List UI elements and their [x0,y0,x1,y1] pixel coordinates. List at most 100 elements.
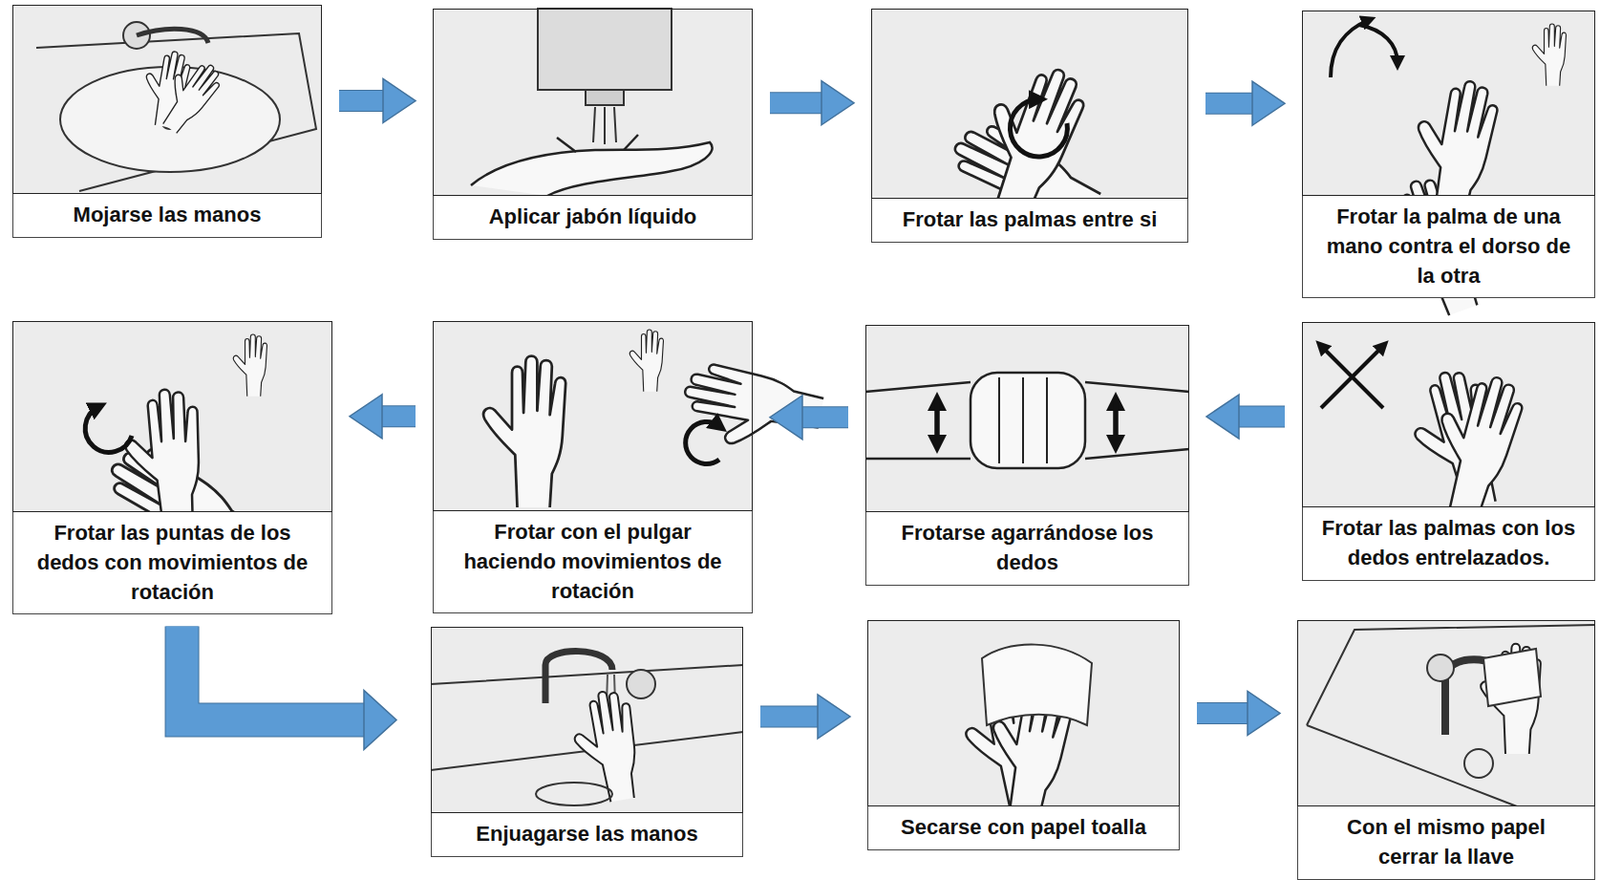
caption-box: Frotar con el pulgar haciendo movimiento… [432,511,753,614]
sketch-ellipse [535,782,613,806]
sketch-circle [1464,748,1494,778]
image-frame [432,8,753,196]
step-panel: Frotar la palma de una mano contra el do… [1301,10,1596,299]
caption-box: Aplicar jabón líquido [432,195,753,240]
caption-box: Frotar las puntas de los dedos con movim… [12,512,333,615]
step-caption: Frotar la palma de una mano contra el do… [1320,202,1578,291]
sketch-path [136,28,209,43]
arrow-outline [1205,92,1254,115]
block-arrow [339,79,416,124]
arrow-head [363,690,397,750]
arrow-shaft [339,90,384,111]
sketch-circle [1427,654,1454,682]
image-frame [12,320,333,512]
arrow-head [769,395,803,440]
sketch-rect [970,372,1086,469]
sketch-path [85,406,132,452]
caption-box: Enjuagarse las manos [430,812,744,857]
soap-illustration [432,8,753,196]
step-panel: Mojarse las manos [12,4,322,238]
step-panel: Aplicar jabón líquido [432,8,753,240]
image-frame [1297,619,1596,807]
step-panel: Secarse con papel toalla [867,619,1180,851]
sketch-rect [585,89,624,106]
close-tap-illustration [1297,619,1596,807]
sketch-rect [432,320,753,512]
step-caption: Frotar con el pulgar haciendo movimiento… [450,517,735,606]
arrow-outline [339,89,384,112]
arrow-shaft [801,406,849,427]
arrow-outline [801,405,849,428]
arrow-head [821,81,854,126]
back-hand-illustration [1301,10,1596,326]
step-caption: Enjuagarse las manos [448,819,726,850]
caption-box: Frotar la palma de una mano contra el do… [1301,195,1596,299]
grip-illustration [865,324,1190,512]
arrow-head [383,79,416,124]
step-panel: Enjuagarse las manos [430,626,744,857]
caption-box: Secarse con papel toalla [867,806,1180,851]
image-frame [871,8,1189,199]
step-caption: Mojarse las manos [30,200,304,231]
hand-figure [120,386,207,531]
image-frame [1301,10,1596,196]
sketch-path [470,142,713,196]
arrow-outline [760,705,819,728]
image-frame [865,324,1190,512]
step-panel: Frotarse agarrándose los dedos [865,324,1190,586]
sketch-path [999,377,1047,464]
hand-figure [1532,23,1566,86]
sketch-rect [865,324,1190,512]
sketch-path [1113,401,1119,445]
image-frame [867,619,1180,807]
arrow-shaft [1196,703,1249,724]
arrow-shaft [760,706,819,727]
step-caption: Aplicar jabón líquido [450,202,735,233]
step-caption: Frotar las puntas de los dedos con movim… [30,518,315,607]
block-arrow [769,395,849,440]
interlaced-illustration [1301,321,1596,519]
hand-figure [1480,643,1541,754]
sketch-path [593,106,617,145]
step-caption: Frotarse agarrándose los dedos [883,518,1172,578]
arrow-head [1252,81,1285,126]
sketch-path [1330,20,1369,78]
block-arrow [760,694,851,739]
hand-figure [483,356,566,508]
sketch-path [1009,99,1067,157]
arrow-shaft [182,625,365,720]
arrow-head [1247,691,1280,736]
arrow-outline [1237,405,1285,428]
sketch-rect [1297,619,1596,807]
caption-box: Con el mismo papel cerrar la llave [1297,806,1596,880]
sketch-path [1483,648,1541,706]
step-caption: Secarse con papel toalla [885,812,1162,843]
block-arrow [769,81,854,126]
sketch-rect [430,626,744,813]
step-panel: Frotar las puntas de los dedos con movim… [12,320,333,615]
dry-illustration [867,619,1180,823]
hand-figure [233,334,267,397]
arrow-shaft [769,92,823,113]
image-frame [1301,321,1596,508]
sketch-rect [537,8,672,90]
arrow-outline [1196,702,1249,725]
arrow-head [817,694,851,739]
arrow-outline [381,405,416,427]
block-arrow [1196,691,1280,736]
block-arrow [1205,81,1285,126]
caption-box: Mojarse las manos [12,193,322,238]
sketch-path [1321,345,1384,408]
step-panel: Con el mismo papel cerrar la llave [1297,619,1596,880]
step-caption: Frotar las palmas con los dedos entrelaz… [1320,513,1578,574]
caption-box: Frotar las palmas entre si [871,198,1189,243]
caption-box: Frotarse agarrándose los dedos [865,512,1190,586]
image-frame [430,626,744,813]
arrow-shaft [1237,406,1285,427]
image-frame [432,320,753,512]
hand-figure [1420,366,1529,519]
arrow-outline [769,91,823,114]
